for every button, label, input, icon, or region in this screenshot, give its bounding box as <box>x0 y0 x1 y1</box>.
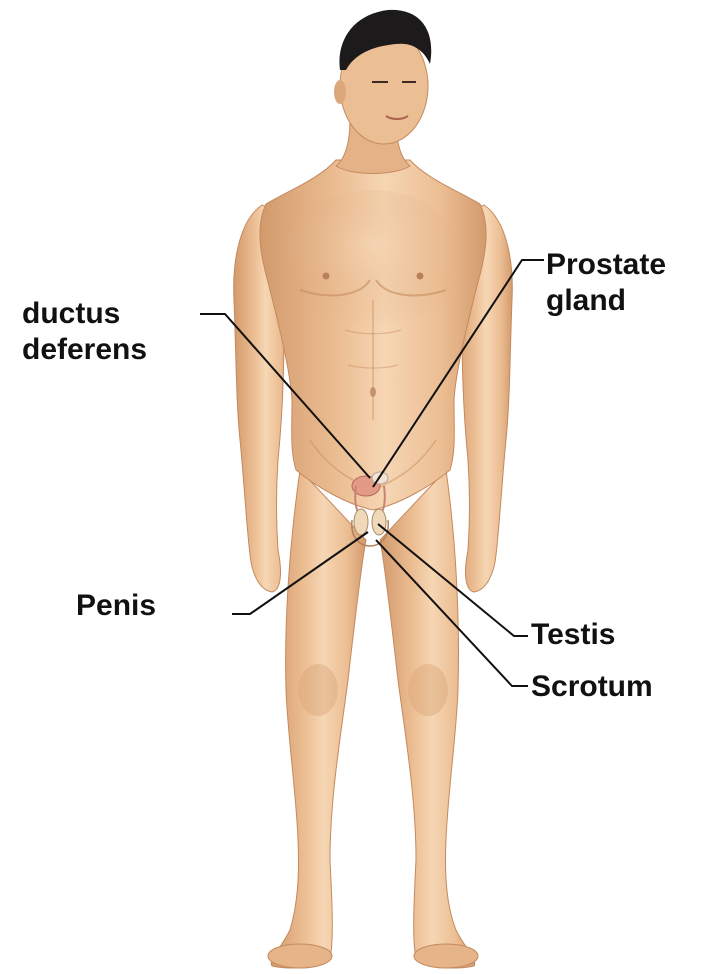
label-prostate-gland: Prostate gland <box>546 247 666 319</box>
testis-left-shape <box>354 509 368 535</box>
right-foot <box>414 944 478 968</box>
label-scrotum: Scrotum <box>531 669 653 705</box>
left-leg <box>271 470 366 968</box>
label-testis: Testis <box>531 617 615 653</box>
label-penis: Penis <box>76 588 156 624</box>
testis-right-shape <box>372 509 386 535</box>
left-foot <box>268 944 332 968</box>
label-ductus-deferens: ductus deferens <box>22 296 147 368</box>
right-leg <box>380 470 475 968</box>
